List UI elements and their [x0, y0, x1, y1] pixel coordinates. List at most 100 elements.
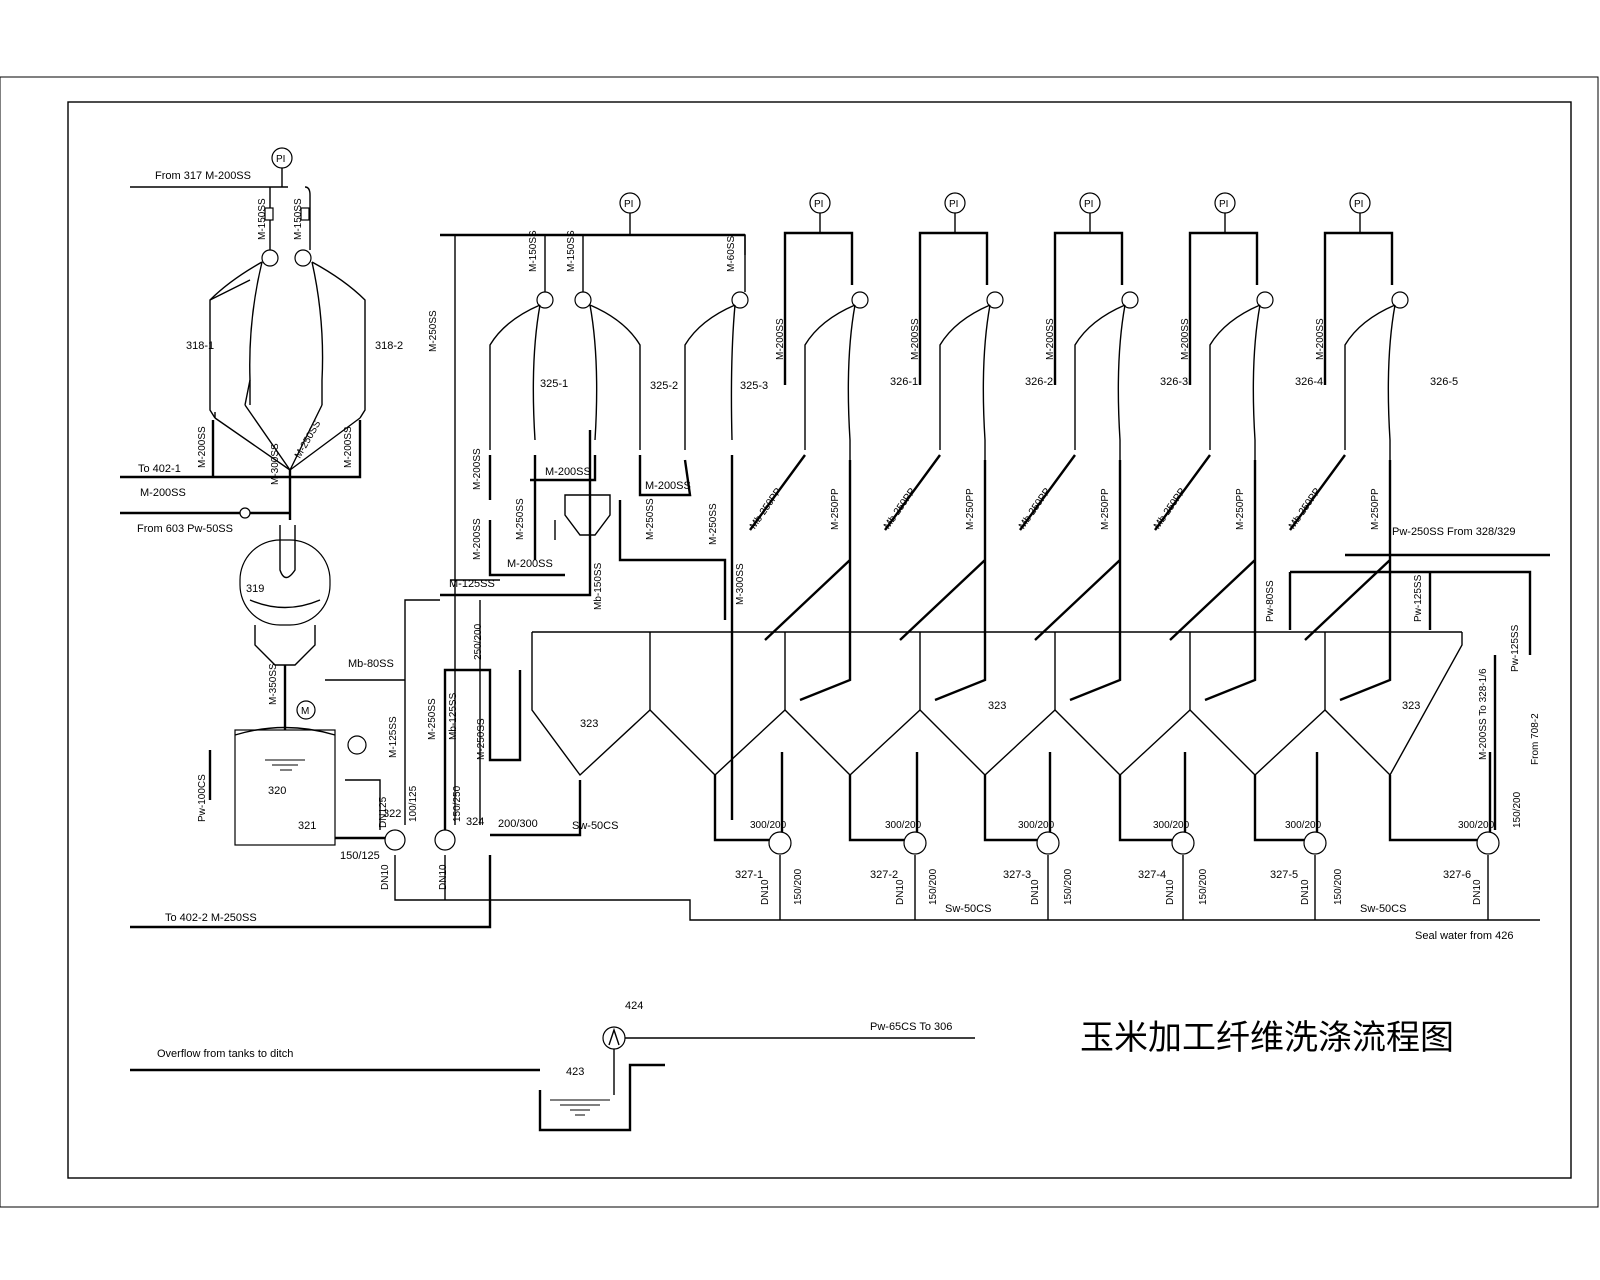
label-to-402-1: To 402-1: [138, 463, 181, 475]
tank-320: [234, 729, 336, 846]
label-323-a: 323: [580, 718, 599, 730]
label-320: 320: [268, 785, 287, 797]
label-327: 327-4: [1138, 869, 1166, 881]
label-m200ss: M-200SS: [1180, 318, 1191, 360]
label-dn10: DN10: [380, 864, 391, 890]
inner-frame: [67, 101, 1572, 1179]
label-m125ss: M-125SS: [449, 578, 495, 590]
label-326: 326-5: [1430, 376, 1458, 388]
line-to-402-2: [130, 780, 582, 929]
cyclone-head-318-1: [261, 249, 279, 267]
label-from-317: From 317 M-200SS: [155, 170, 251, 182]
label-326: 326-2: [1025, 376, 1053, 388]
label-dn10: DN10: [895, 879, 906, 905]
label-300-200: 300/200: [885, 820, 922, 831]
label-m250ss: M-250SS: [476, 718, 487, 760]
label-327: 327-1: [735, 869, 763, 881]
label-300-200: 300/200: [1458, 820, 1495, 831]
screen-326: 326-3: [1019, 213, 1188, 702]
label-m250ss: M-250SS: [708, 503, 719, 545]
label-m300ss: M-300SS: [735, 563, 746, 605]
label-150-200: 150/200: [1063, 868, 1074, 905]
seal-water-line: [394, 855, 1540, 921]
pi-gauge: PI: [1079, 192, 1101, 214]
label-seal-water: Seal water from 426: [1415, 930, 1514, 942]
motor-label: M: [301, 706, 309, 717]
label-mb125ss: Mb-125SS: [448, 692, 459, 740]
label-325-1: 325-1: [540, 378, 569, 390]
pw-250ss-line: [1288, 553, 1550, 655]
label-sw50cs-c: Sw-50CS: [1360, 903, 1407, 915]
label-423: 423: [566, 1066, 585, 1078]
label-322: 322: [383, 808, 402, 820]
pump-324: [434, 829, 456, 851]
pump-327[interactable]: 327-4 300/200: [1118, 752, 1195, 920]
motor-circle: [296, 700, 316, 720]
label-300-200: 300/200: [1285, 820, 1322, 831]
label-pw100cs: Pw-100CS: [197, 774, 208, 822]
page-title: 玉米加工纤维洗涤流程图: [1080, 1018, 1454, 1058]
screen-326: 326-1: [749, 213, 918, 702]
label-m200ss: M-200SS: [197, 426, 208, 468]
label-150-200: 150/200: [1512, 791, 1523, 828]
label-150-200: 150/200: [1198, 868, 1209, 905]
pi-label: PI: [949, 199, 958, 210]
label-300-200: 300/200: [1153, 820, 1190, 831]
label-326: 326-1: [890, 376, 918, 388]
label-325-3: 325-3: [740, 380, 769, 392]
pi-gauge: PI: [1349, 192, 1371, 214]
label-250-200: 250/200: [473, 623, 484, 660]
pit-423: [130, 1063, 665, 1132]
line-to-402-1: [120, 420, 362, 479]
label-sw50cs-a: Sw-50CS: [572, 820, 619, 832]
pi-label: PI: [276, 154, 285, 165]
pi-label: PI: [1084, 199, 1093, 210]
label-dn10: DN10: [1030, 879, 1041, 905]
label-327: 327-6: [1443, 869, 1471, 881]
label-m60ss: M-60SS: [726, 235, 737, 272]
label-m200ss-c: M-200SS: [507, 558, 553, 570]
label-150-200: 150/200: [928, 868, 939, 905]
label-dn10: DN10: [1300, 879, 1311, 905]
label-323-c: 323: [1402, 700, 1421, 712]
label-dn125: DN125: [378, 796, 389, 828]
label-150-250: 150/250: [452, 785, 463, 822]
label-sw50cs-b: Sw-50CS: [945, 903, 992, 915]
label-300-200: 300/200: [750, 820, 787, 831]
label-pw250-from: Pw-250SS From 328/329: [1392, 526, 1516, 538]
label-pw125ss: Pw-125SS: [1510, 624, 1521, 672]
pi-gauge: PI: [1214, 192, 1236, 214]
pump-322: [384, 829, 406, 851]
line-from-603: [120, 470, 292, 520]
label-pw125ss: Pw-125SS: [1413, 574, 1424, 622]
feed-line-317: [130, 186, 311, 250]
distributor: [554, 494, 621, 540]
pump-327[interactable]: 327-6 300/200: [1388, 752, 1500, 920]
label-m150ss: M-150SS: [566, 230, 577, 272]
label-m200ss: M-200SS: [472, 518, 483, 560]
label-327: 327-3: [1003, 869, 1031, 881]
pump-327[interactable]: 327-3 300/200: [983, 752, 1060, 920]
label-321: 321: [298, 820, 317, 832]
label-326: 326-4: [1295, 376, 1323, 388]
pump-327[interactable]: 327-1 300/200: [713, 752, 792, 920]
label-m350ss: M-350SS: [268, 663, 279, 705]
label-300-200: 300/200: [1018, 820, 1055, 831]
label-dn10: DN10: [1165, 879, 1176, 905]
label-mb150ss: Mb-150SS: [593, 562, 604, 610]
label-dn10: DN10: [438, 864, 449, 890]
label-200-300: 200/300: [498, 818, 538, 830]
label-from-708: From 708-2: [1530, 713, 1541, 765]
label-m200ss: M-200SS: [1315, 318, 1326, 360]
label-325-2: 325-2: [650, 380, 679, 392]
line-to-306: [608, 1027, 975, 1095]
label-150-200: 150/200: [1333, 868, 1344, 905]
label-m250ss: M-250SS: [427, 698, 438, 740]
label-424: 424: [625, 1000, 644, 1012]
label-100-125: 100/125: [408, 785, 419, 822]
label-m125ss: M-125SS: [388, 716, 399, 758]
pi-label: PI: [1219, 199, 1228, 210]
